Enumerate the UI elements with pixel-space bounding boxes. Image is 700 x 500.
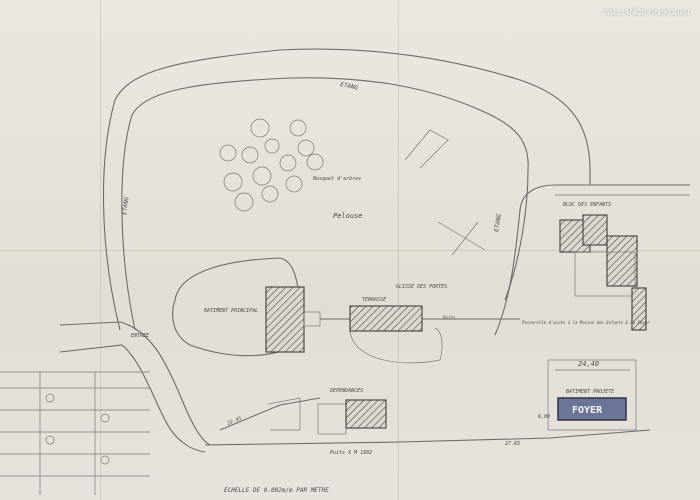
label-etang-left: ETANG <box>121 196 130 215</box>
driveway <box>59 321 211 446</box>
tree-cluster <box>219 118 324 212</box>
label-etang-top: ETANG <box>340 81 360 92</box>
childrens-block <box>559 214 647 331</box>
foyer-plot <box>547 359 637 431</box>
main-building <box>265 286 305 353</box>
pond-outline <box>102 48 591 331</box>
terrace-curve <box>349 327 443 364</box>
legend-table <box>0 371 150 495</box>
label-scale: ECHELLE DE 0.002m/m PAR METRE <box>224 487 329 494</box>
terrace-building <box>349 305 423 332</box>
north-arrow <box>437 221 486 256</box>
fold-line <box>398 0 399 500</box>
label-entree: ENTREE <box>131 333 149 339</box>
label-glisse: GLISSE DES PORTES <box>396 284 447 290</box>
bottom-road <box>204 429 651 446</box>
label-dim-2765: 27.65 <box>505 441 520 447</box>
driveway-edge <box>59 344 206 453</box>
label-bosquet: Bosquet d'arbres <box>313 176 361 182</box>
fold-line <box>0 250 700 251</box>
pond-jetty <box>404 129 449 169</box>
label-etang-right: ETANG <box>493 213 503 232</box>
label-foyer-side: 6,80 <box>538 414 550 420</box>
label-childrens-block: BLOC DES ENFANTS <box>563 202 611 208</box>
label-puits: Puits <box>443 315 456 320</box>
label-dim-2295: 22.95 <box>227 416 243 427</box>
connector <box>303 311 321 327</box>
label-pelouse: Pelouse <box>333 212 363 220</box>
pond-inner-outline <box>121 77 529 331</box>
fold-line <box>100 0 101 500</box>
label-passerelle: Passerelle d'accès à la Maison des Enfan… <box>522 320 650 325</box>
label-projected-building: BATIMENT PROJETE <box>566 389 614 395</box>
service-road <box>219 397 321 431</box>
foyer-building <box>557 397 627 421</box>
label-main-building: BATIMENT PRINCIPAL <box>204 308 258 314</box>
label-bottom-dim: Puits X M 1982 <box>330 450 372 456</box>
watermark: ©ALLIANCE Nord-Ouest <box>601 8 690 17</box>
label-foyer-dim: 24,40 <box>578 360 599 368</box>
label-outbuildings: DEPENDANCES <box>329 388 363 394</box>
outbuildings <box>267 397 387 435</box>
label-foyer: FOYER <box>572 405 603 416</box>
right-path <box>494 184 690 336</box>
label-terrasse: TERRASSE <box>362 297 386 303</box>
